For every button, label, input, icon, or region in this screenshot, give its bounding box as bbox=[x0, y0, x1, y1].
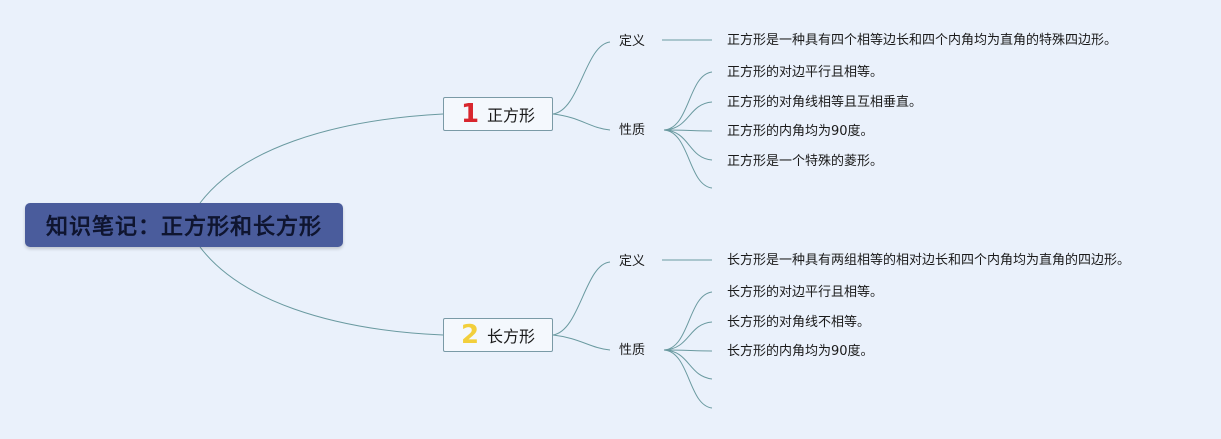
subtopic-properties[interactable]: 性质 bbox=[619, 343, 646, 358]
branch-1-property-connector bbox=[663, 129, 713, 161]
branch-topic-square[interactable]: 1 正方形 bbox=[443, 97, 553, 131]
branch-1-property-connector bbox=[663, 129, 713, 132]
branch-2-property-connector bbox=[663, 349, 713, 380]
leaf-property[interactable]: 长方形的内角均为90度。 bbox=[727, 344, 874, 359]
root-to-branch-1-connector bbox=[199, 113, 444, 204]
subtopic-definition[interactable]: 定义 bbox=[619, 254, 646, 269]
leaf-definition-text[interactable]: 长方形是一种具有两组相等的相对边长和四个内角均为直角的四边形。 bbox=[727, 253, 1131, 268]
branch-1-property-connector bbox=[663, 71, 713, 131]
branch-2-property-connector bbox=[663, 321, 713, 351]
leaf-definition-text[interactable]: 正方形是一种具有四个相等边长和四个内角均为直角的特殊四边形。 bbox=[727, 33, 1118, 48]
leaf-property[interactable]: 长方形的对角线不相等。 bbox=[727, 315, 871, 330]
leaf-property[interactable]: 正方形的对边平行且相等。 bbox=[727, 65, 884, 80]
branch-topic-title: 长方形 bbox=[487, 327, 536, 346]
branch-topic-title: 正方形 bbox=[487, 106, 536, 125]
branch-1-to-properties-connector bbox=[552, 113, 611, 131]
root-topic-title: 知识笔记：正方形和长方形 bbox=[45, 215, 322, 240]
root-topic[interactable]: 知识笔记：正方形和长方形 bbox=[25, 203, 343, 247]
branch-1-property-connector bbox=[663, 129, 713, 189]
subtopic-definition[interactable]: 定义 bbox=[619, 34, 646, 49]
leaf-property[interactable]: 正方形的内角均为90度。 bbox=[727, 124, 874, 139]
branch-2-to-definition-connector bbox=[552, 261, 611, 336]
branch-2-to-properties-connector bbox=[552, 334, 611, 351]
branch-2-property-connector bbox=[663, 291, 713, 351]
leaf-property[interactable]: 正方形的对角线相等且互相垂直。 bbox=[727, 95, 923, 110]
leaf-property[interactable]: 正方形是一个特殊的菱形。 bbox=[727, 154, 884, 169]
branch-1-property-connector bbox=[663, 101, 713, 131]
leaf-property[interactable]: 长方形的对边平行且相等。 bbox=[727, 285, 884, 300]
branch-topic-rectangle[interactable]: 2 长方形 bbox=[443, 318, 553, 352]
subtopic-properties[interactable]: 性质 bbox=[619, 123, 646, 138]
branch-2-property-connector bbox=[663, 349, 713, 409]
priority-1-badge: 1 bbox=[460, 99, 480, 129]
priority-2-badge: 2 bbox=[460, 320, 480, 350]
branch-1-to-definition-connector bbox=[552, 41, 611, 115]
root-to-branch-2-connector bbox=[199, 246, 444, 336]
